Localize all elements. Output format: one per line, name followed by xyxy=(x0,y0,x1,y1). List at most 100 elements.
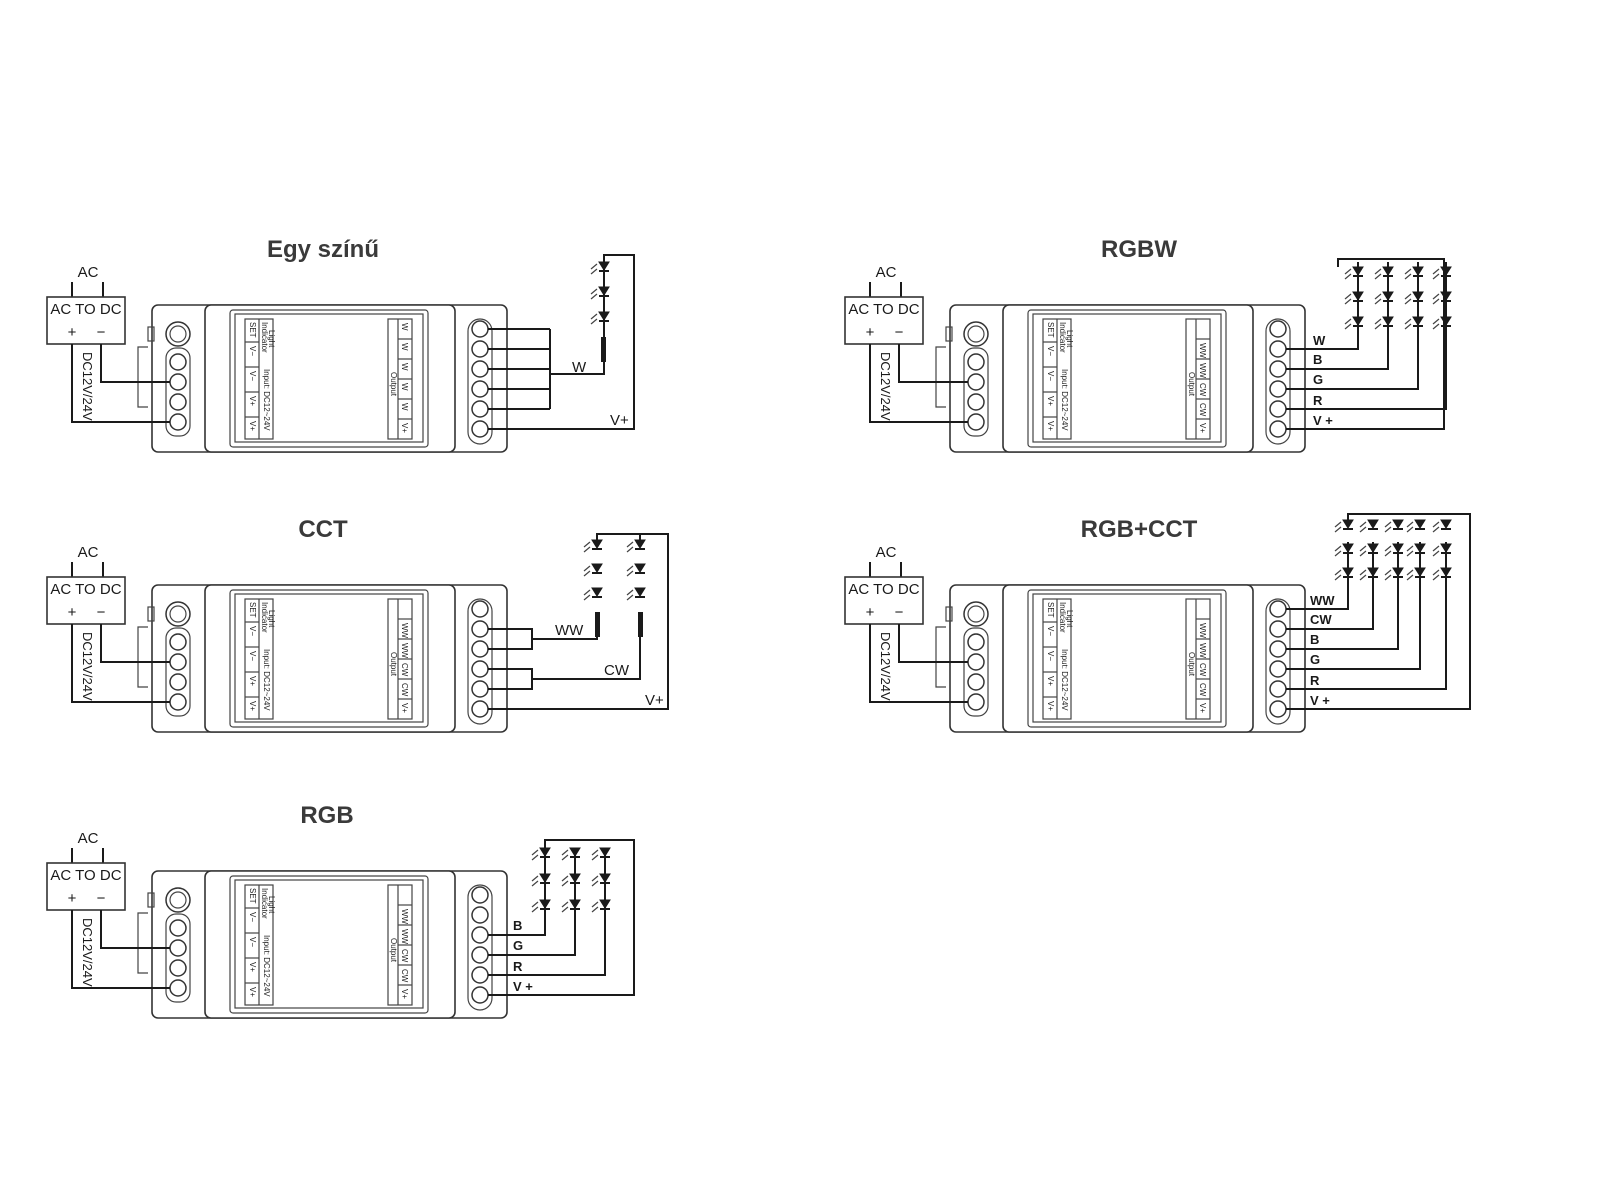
input-terminal xyxy=(169,413,187,431)
wire-label: R xyxy=(1310,673,1320,688)
input-terminal xyxy=(967,653,985,671)
plus-label: + xyxy=(866,324,875,341)
diagram-title: RGBW xyxy=(1101,236,1177,263)
led-triangle xyxy=(1412,266,1424,276)
output-terminal xyxy=(1269,700,1287,718)
set-label: SET xyxy=(248,888,257,904)
led-triangle xyxy=(539,873,551,883)
led-icon xyxy=(1432,567,1452,581)
led-ray xyxy=(1406,569,1414,576)
input-terminal-strip xyxy=(165,913,191,1003)
led-ray xyxy=(1334,521,1342,528)
vplus-label: V+ xyxy=(248,987,257,997)
led-ray xyxy=(561,854,569,861)
ac-label: AC xyxy=(876,544,897,561)
led-ray xyxy=(626,541,634,548)
led-ray xyxy=(1432,569,1440,576)
light-label: Light xyxy=(1065,610,1074,628)
led-triangle xyxy=(598,286,610,296)
converter-label: AC TO DC xyxy=(50,581,121,598)
output-terminal-label: CW xyxy=(1198,403,1207,417)
minus-label: − xyxy=(97,324,106,341)
output-terminal xyxy=(471,360,489,378)
input-terminal xyxy=(169,959,187,977)
led-icon xyxy=(1384,519,1404,533)
led-icon xyxy=(1344,291,1364,305)
input-terminal xyxy=(169,673,187,691)
ac-to-dc-box xyxy=(46,296,126,345)
led-ray xyxy=(1432,521,1440,528)
led-ray xyxy=(531,875,539,882)
output-terminal xyxy=(1269,400,1287,418)
output-terminal xyxy=(471,946,489,964)
module-clip xyxy=(945,606,953,622)
led-ray xyxy=(583,589,591,596)
set-button-inner xyxy=(967,605,985,623)
output-terminal xyxy=(471,700,489,718)
led-ray xyxy=(1359,526,1367,533)
led-ray xyxy=(1432,323,1440,330)
input-terminal xyxy=(967,693,985,711)
set-button-inner xyxy=(169,325,187,343)
led-icon xyxy=(1374,291,1394,305)
output-terminal-strip xyxy=(1265,318,1291,445)
input-spec-label: Input: DC12~24V xyxy=(1060,649,1069,711)
led-ray xyxy=(590,293,598,300)
led-ray xyxy=(591,849,599,856)
output-terminal-strip xyxy=(1265,598,1291,725)
led-icon xyxy=(591,847,611,861)
input-terminal xyxy=(967,373,985,391)
led-ray xyxy=(1344,273,1352,280)
led-icon xyxy=(590,261,610,275)
output-terminal-label: V+ xyxy=(400,989,409,999)
input-terminal xyxy=(967,353,985,371)
led-ray xyxy=(1432,273,1440,280)
led-ray xyxy=(591,901,599,908)
wire-label: V + xyxy=(1310,693,1330,708)
module-inner-frame xyxy=(1027,589,1227,728)
wire-label: V+ xyxy=(610,412,629,429)
set-label: SET xyxy=(248,602,257,618)
wire-negative xyxy=(100,344,170,383)
led-triangle xyxy=(1414,519,1426,529)
led-icon xyxy=(626,539,646,553)
led-ray xyxy=(1404,318,1412,325)
set-button-inner xyxy=(169,605,187,623)
led-icon xyxy=(1432,266,1452,280)
output-terminal-strip xyxy=(467,598,493,725)
vminus-label: V− xyxy=(248,937,257,947)
light-label: Light xyxy=(267,896,276,914)
wire-channel xyxy=(1286,542,1421,670)
output-terminal xyxy=(471,400,489,418)
led-icon xyxy=(583,539,603,553)
vminus-label: V− xyxy=(248,346,257,356)
vplus-label: V+ xyxy=(248,962,257,972)
led-ray xyxy=(1384,521,1392,528)
led-ray xyxy=(1406,550,1414,557)
led-icon xyxy=(583,563,603,577)
led-ray xyxy=(1344,298,1352,305)
wire-positive xyxy=(869,344,968,423)
led-triangle xyxy=(1352,316,1364,326)
led-ray xyxy=(1334,526,1342,533)
diagram-title: Egy színű xyxy=(267,236,379,263)
wire-label: V + xyxy=(513,979,533,994)
voltage-label: DC12V/24V xyxy=(878,632,893,701)
led-triangle xyxy=(1440,519,1452,529)
output-terminal xyxy=(471,620,489,638)
input-terminal-strip xyxy=(165,627,191,717)
wire-vplus xyxy=(1286,513,1471,710)
led-ray xyxy=(561,901,569,908)
led-icon xyxy=(1404,266,1424,280)
output-terminal-label: WW xyxy=(400,643,409,659)
led-icon xyxy=(1334,543,1354,557)
led-triangle xyxy=(1367,519,1379,529)
led-icon xyxy=(1406,543,1426,557)
output-terminal-label: W xyxy=(400,363,409,371)
indicator-label: Indicator xyxy=(1058,602,1067,633)
